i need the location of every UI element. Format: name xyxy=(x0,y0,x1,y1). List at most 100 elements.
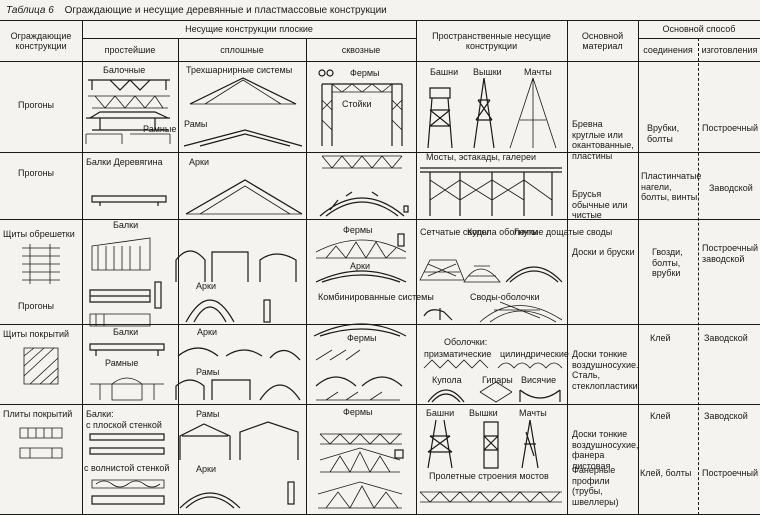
header-material: Основной материал xyxy=(581,30,624,52)
row5-simplest-label-3: с волнистой стенкой xyxy=(84,463,170,473)
row5-joining-1: Клей xyxy=(650,411,671,421)
row4-spatial-label-1: Оболочки: xyxy=(444,337,488,347)
row1-material: Бревна круглые или окантованные, пластин… xyxy=(572,119,634,161)
row1-making: Построечный xyxy=(702,123,758,133)
row5-solid-label-1: Рамы xyxy=(196,409,220,419)
row5-enclosing-label: Плиты покрытий xyxy=(3,409,73,419)
row4-solid-label-2: Рамы xyxy=(196,367,220,377)
header-method: Основной способ xyxy=(662,24,736,35)
header-joining: соединения xyxy=(643,44,693,55)
row4-spatial-label-4: Купола xyxy=(432,375,462,385)
row3-simplest-label-1: Балки xyxy=(113,220,139,230)
row5-enclosing-drawings xyxy=(19,427,63,459)
row5-making-2: Построечный xyxy=(702,468,758,478)
row3-lattice-label-3: Комбинированные системы xyxy=(318,292,434,302)
table-caption: Таблица 6 Ограждающие и несущие деревянн… xyxy=(6,2,387,20)
row-divider xyxy=(0,324,760,325)
header-planar: Несущие конструкции плоские xyxy=(185,24,313,35)
row1-lattice-label-2: Стойки xyxy=(342,99,372,109)
row5-simplest-label-1: Балки: xyxy=(86,409,114,419)
structures-table: Ограждающие конструкции Несущие конструк… xyxy=(0,20,760,515)
row5-simplest-label-2: с плоской стенкой xyxy=(86,420,162,430)
row5-solid-label-2: Арки xyxy=(196,464,216,474)
row4-enclosing-drawings xyxy=(23,347,59,385)
header-spatial: Пространственные несущие конструкции xyxy=(432,30,551,52)
row3-lattice-drawings xyxy=(313,233,407,337)
row4-spatial-label-3: цилиндрические xyxy=(500,349,569,359)
column-divider xyxy=(638,20,639,515)
row4-solid-label-1: Арки xyxy=(197,327,217,337)
row5-material-1: Доски тонкие воздушносухие, фанера листо… xyxy=(572,429,639,471)
column-divider xyxy=(306,38,307,515)
row5-spatial-label-3: Мачты xyxy=(519,408,547,418)
row4-spatial-drawings xyxy=(423,359,563,403)
row3-making: Построечный заводской xyxy=(702,243,758,264)
table-top-border xyxy=(0,20,760,21)
row2-simplest-label-1: Балки Деревягина xyxy=(86,157,163,167)
row4-simplest-label-1: Балки xyxy=(113,327,139,337)
row4-material: Доски тонкие воздушносухие. Сталь, стекл… xyxy=(572,349,639,391)
column-divider-dashed xyxy=(698,38,699,515)
row3-lattice-label-1: Фермы xyxy=(343,225,373,235)
row5-joining-2: Клей, болты xyxy=(640,468,692,478)
row4-spatial-label-6: Висячие xyxy=(521,375,557,385)
row1-spatial-label-2: Вышки xyxy=(473,67,502,77)
row1-simplest-label-1: Балочные xyxy=(103,65,146,75)
row5-spatial-label-1: Башни xyxy=(426,408,455,418)
header-making: изготовления xyxy=(701,44,758,55)
row4-lattice-label-1: Фермы xyxy=(347,333,377,343)
row1-spatial-label-3: Мачты xyxy=(524,67,552,77)
table-title: Ограждающие и несущие деревянные и пласт… xyxy=(64,5,387,16)
row3-solid-drawings xyxy=(175,250,297,323)
row3-spatial-label-3: Гнутые дощатые своды xyxy=(514,227,613,237)
header-enclosing: Ограждающие конструкции xyxy=(10,30,72,52)
row4-simplest-label-2: Рамные xyxy=(105,358,139,368)
row5-material-2: Фанерные профили (трубы, швеллеры) xyxy=(572,465,619,507)
row5-making-1: Заводской xyxy=(704,411,748,421)
row2-spatial-label-1: Мосты, эстакады, галереи xyxy=(426,152,537,162)
header-simplest: простейшие xyxy=(104,44,156,55)
row2-spatial-drawings xyxy=(420,167,562,216)
row3-joining: Гвозди, болты, врубки xyxy=(652,247,683,278)
row5-spatial-drawings xyxy=(419,419,562,503)
row5-lattice-drawings xyxy=(317,433,404,509)
row5-lattice-label-1: Фермы xyxy=(343,407,373,417)
row2-simplest-drawings xyxy=(91,195,167,206)
row3-enclosing-label-2: Прогоны xyxy=(18,301,55,311)
row3-simplest-drawings xyxy=(89,237,162,327)
header-divider-planar xyxy=(82,38,416,39)
header-solid: сплошные xyxy=(220,44,264,55)
row2-lattice-drawings xyxy=(319,155,409,217)
row1-solid-label-2: Рамы xyxy=(184,119,208,129)
row1-lattice-drawings xyxy=(318,69,403,146)
row3-spatial-label-4: Своды-оболочки xyxy=(470,292,540,302)
row1-simplest-drawings xyxy=(85,79,171,144)
header-bottom-border xyxy=(0,61,760,62)
row5-simplest-drawings xyxy=(89,433,165,505)
row3-enclosing-drawings xyxy=(22,244,60,284)
row4-simplest-drawings xyxy=(89,343,165,401)
row3-spatial-drawings xyxy=(419,259,563,323)
row1-lattice-label-1: Фермы xyxy=(350,68,380,78)
row4-lattice-drawings xyxy=(315,349,403,401)
row4-solid-drawings xyxy=(175,347,301,401)
row3-enclosing-label-1: Щиты обрешетки xyxy=(3,229,75,239)
row1-simplest-label-2: Рамные xyxy=(143,124,177,134)
row2-enclosing-label: Прогоны xyxy=(18,168,55,178)
table-number: Таблица 6 xyxy=(6,5,54,16)
row3-spatial-label-1: Сетчатые своды xyxy=(420,227,489,237)
row4-spatial-label-5: Гипары xyxy=(482,375,513,385)
row3-lattice-label-2: Арки xyxy=(350,261,370,271)
row4-making: Заводской xyxy=(704,333,748,343)
row1-joining: Врубки, болты xyxy=(647,123,680,144)
row5-solid-drawings xyxy=(179,421,299,509)
row-divider xyxy=(0,152,760,153)
row2-solid-drawings xyxy=(185,179,303,215)
row2-making: Заводской xyxy=(709,183,753,193)
row1-spatial-drawings xyxy=(427,77,557,149)
row1-spatial-label-1: Башни xyxy=(430,67,459,77)
header-lattice: сквозные xyxy=(341,44,381,55)
row3-solid-label-1: Арки xyxy=(196,281,216,291)
row-divider xyxy=(0,404,760,405)
